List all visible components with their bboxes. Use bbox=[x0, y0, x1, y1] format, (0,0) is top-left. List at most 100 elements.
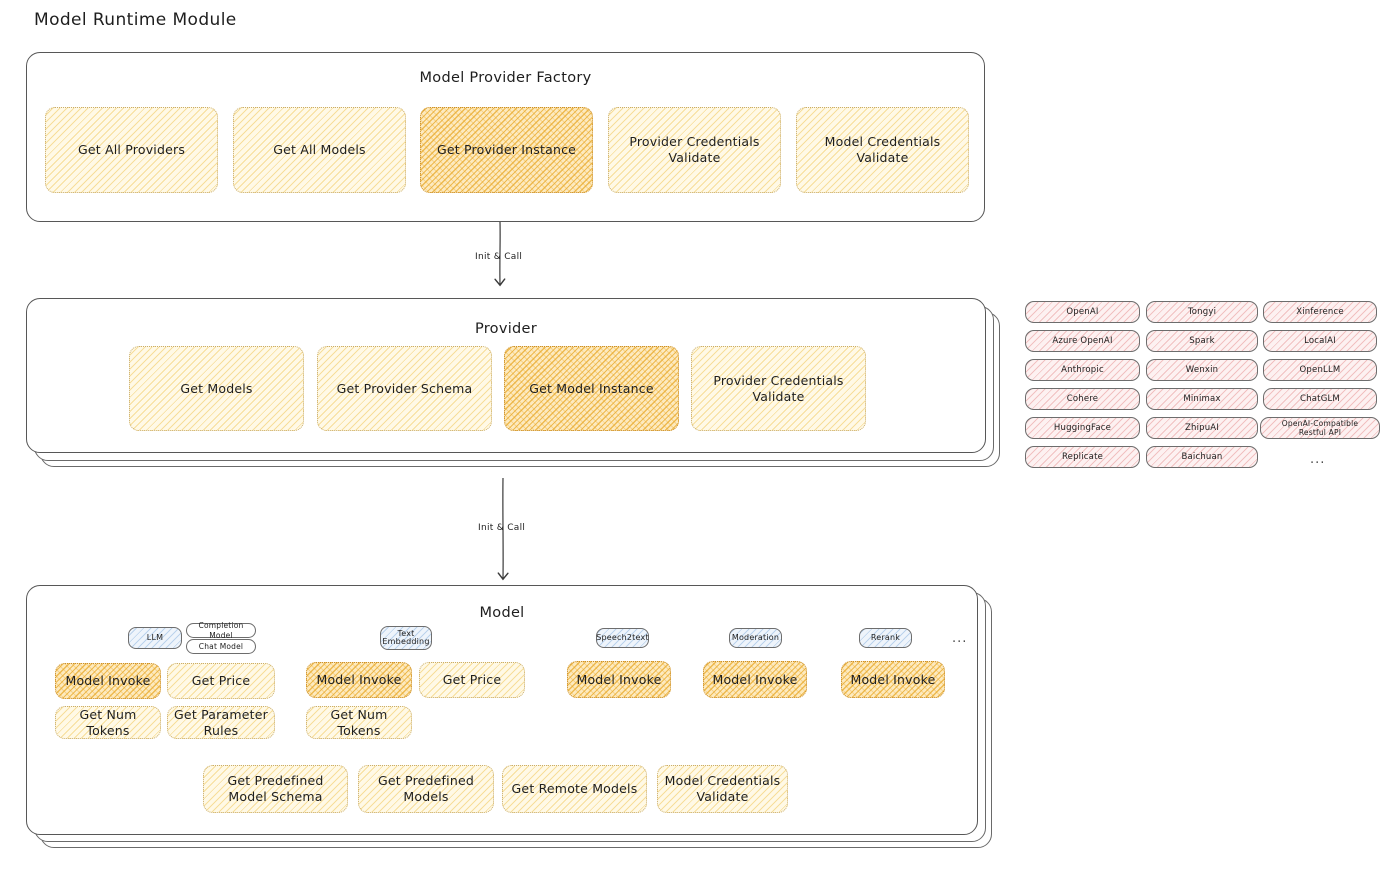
provider-node-label: Get Provider Schema bbox=[336, 380, 473, 396]
model-common-node-label: Get Predefined Models bbox=[378, 773, 474, 804]
factory-node-model-credentials-validate[interactable]: Model Credentials Validate bbox=[796, 107, 969, 193]
provider-chip-cohere[interactable]: Cohere bbox=[1025, 388, 1140, 410]
provider-node-get-models[interactable]: Get Models bbox=[129, 346, 304, 431]
factory-node-label: Get Provider Instance bbox=[436, 142, 577, 158]
model-badge-label: Rerank bbox=[870, 633, 901, 642]
model-node-label: Model Invoke bbox=[576, 671, 662, 687]
factory-node-label: Model Credentials Validate bbox=[824, 134, 941, 165]
arrow-label-init-call-2: Init & Call bbox=[478, 523, 526, 533]
provider-chip-chatglm[interactable]: ChatGLM bbox=[1263, 388, 1377, 410]
model-node-label: Get Parameter Rules bbox=[174, 706, 268, 738]
provider-chip-label: ZhipuAI bbox=[1184, 422, 1220, 433]
model-badge-label: LLM bbox=[146, 633, 164, 642]
model-node-text-embedding-get-num-tokens[interactable]: Get Num Tokens bbox=[306, 706, 412, 739]
provider-chip-label: OpenAI bbox=[1066, 306, 1099, 317]
model-node-llm-get-parameter-rules[interactable]: Get Parameter Rules bbox=[167, 706, 275, 739]
provider-chip-spark[interactable]: Spark bbox=[1146, 330, 1258, 352]
provider-chip-label: Minimax bbox=[1183, 393, 1221, 404]
provider-chip-minimax[interactable]: Minimax bbox=[1146, 388, 1258, 410]
model-common-node-label: Get Predefined Model Schema bbox=[227, 773, 324, 804]
model-node-llm-get-num-tokens[interactable]: Get Num Tokens bbox=[55, 706, 161, 739]
model-common-node-get-predefined-model-schema[interactable]: Get Predefined Model Schema bbox=[203, 765, 348, 813]
model-subbadge-chat-model[interactable]: Chat Model bbox=[186, 639, 256, 654]
model-node-llm-get-price[interactable]: Get Price bbox=[167, 663, 275, 699]
model-common-node-get-remote-models[interactable]: Get Remote Models bbox=[502, 765, 647, 813]
provider-node-label: Get Model Instance bbox=[529, 380, 654, 396]
model-badge-llm[interactable]: LLM bbox=[128, 627, 182, 649]
provider-chip-label: Replicate bbox=[1061, 451, 1104, 462]
model-badge-label: Text Embedding bbox=[382, 628, 430, 646]
provider-chip-label: OpenAI-Compatible Restful API bbox=[1281, 418, 1359, 437]
model-subbadge-label: Chat Model bbox=[198, 641, 244, 651]
provider-node-label: Provider Credentials Validate bbox=[713, 372, 844, 404]
model-node-text-embedding-get-price[interactable]: Get Price bbox=[419, 662, 525, 698]
provider-chip-huggingface[interactable]: HuggingFace bbox=[1025, 417, 1140, 439]
provider-chip-baichuan[interactable]: Baichuan bbox=[1146, 446, 1258, 468]
provider-chip-localai[interactable]: LocalAI bbox=[1263, 330, 1377, 352]
provider-chip-label: HuggingFace bbox=[1053, 422, 1112, 433]
model-badge-speech2text[interactable]: Speech2text bbox=[596, 628, 649, 648]
provider-title: Provider bbox=[474, 321, 538, 337]
model-node-label: Model Invoke bbox=[316, 672, 402, 688]
provider-node-get-model-instance[interactable]: Get Model Instance bbox=[504, 346, 679, 431]
model-common-node-label: Get Remote Models bbox=[511, 781, 638, 797]
provider-chip-label: Xinference bbox=[1296, 306, 1344, 317]
model-common-node-get-predefined-models[interactable]: Get Predefined Models bbox=[358, 765, 494, 813]
model-node-label: Get Num Tokens bbox=[330, 706, 388, 738]
factory-node-provider-credentials-validate[interactable]: Provider Credentials Validate bbox=[608, 107, 781, 193]
model-node-label: Get Price bbox=[442, 672, 502, 688]
model-badge-text-embedding[interactable]: Text Embedding bbox=[380, 626, 432, 650]
factory-node-get-provider-instance[interactable]: Get Provider Instance bbox=[420, 107, 593, 193]
model-badge-rerank[interactable]: Rerank bbox=[859, 628, 912, 648]
provider-chip-anthropic[interactable]: Anthropic bbox=[1025, 359, 1140, 381]
provider-chip-openai[interactable]: OpenAI bbox=[1025, 301, 1140, 323]
model-common-node-label: Model Credentials Validate bbox=[664, 773, 781, 804]
page-title: Model Runtime Module bbox=[34, 10, 237, 30]
provider-chip-openai-compatible-restful-api[interactable]: OpenAI-Compatible Restful API bbox=[1260, 417, 1380, 439]
provider-chip-label: Cohere bbox=[1066, 393, 1099, 404]
provider-list-more: ... bbox=[1310, 452, 1326, 467]
factory-node-label: Provider Credentials Validate bbox=[629, 134, 760, 165]
model-node-label: Get Price bbox=[191, 673, 251, 689]
factory-node-label: Get All Models bbox=[273, 142, 366, 158]
provider-chip-label: Baichuan bbox=[1181, 451, 1223, 462]
provider-chip-azure-openai[interactable]: Azure OpenAI bbox=[1025, 330, 1140, 352]
model-node-text-embedding-model-invoke[interactable]: Model Invoke bbox=[306, 662, 412, 698]
model-provider-factory-title: Model Provider Factory bbox=[419, 70, 592, 86]
model-groups-more: ... bbox=[952, 631, 968, 646]
model-node-speech2text-model-invoke[interactable]: Model Invoke bbox=[567, 661, 671, 698]
provider-chip-tongyi[interactable]: Tongyi bbox=[1146, 301, 1258, 323]
provider-chip-label: Tongyi bbox=[1187, 306, 1217, 317]
model-node-label: Model Invoke bbox=[65, 673, 151, 689]
model-badge-label: Speech2text bbox=[596, 633, 649, 642]
provider-chip-xinference[interactable]: Xinference bbox=[1263, 301, 1377, 323]
factory-node-get-all-models[interactable]: Get All Models bbox=[233, 107, 406, 193]
model-badge-moderation[interactable]: Moderation bbox=[729, 628, 782, 648]
factory-node-get-all-providers[interactable]: Get All Providers bbox=[45, 107, 218, 193]
provider-chip-label: OpenLLM bbox=[1299, 364, 1341, 375]
provider-chip-label: ChatGLM bbox=[1300, 393, 1340, 404]
model-common-node-model-credentials-validate[interactable]: Model Credentials Validate bbox=[657, 765, 788, 813]
provider-chip-label: Spark bbox=[1189, 335, 1215, 346]
provider-chip-replicate[interactable]: Replicate bbox=[1025, 446, 1140, 468]
model-subbadge-completion-model[interactable]: Completion Model bbox=[186, 621, 256, 640]
arrow-label-init-call-1: Init & Call bbox=[475, 252, 523, 262]
model-node-rerank-model-invoke[interactable]: Model Invoke bbox=[841, 661, 945, 698]
provider-chip-label: Wenxin bbox=[1185, 364, 1219, 375]
model-title: Model bbox=[479, 605, 525, 621]
provider-chip-label: Azure OpenAI bbox=[1052, 335, 1113, 346]
provider-node-get-provider-schema[interactable]: Get Provider Schema bbox=[317, 346, 492, 431]
provider-chip-zhipuai[interactable]: ZhipuAI bbox=[1146, 417, 1258, 439]
model-node-moderation-model-invoke[interactable]: Model Invoke bbox=[703, 661, 807, 698]
provider-chip-label: Anthropic bbox=[1061, 364, 1104, 375]
model-badge-label: Moderation bbox=[731, 633, 780, 642]
provider-chip-label: LocalAI bbox=[1304, 335, 1336, 346]
factory-node-label: Get All Providers bbox=[77, 142, 186, 158]
model-subbadge-label: Completion Model bbox=[198, 621, 244, 640]
provider-node-label: Get Models bbox=[180, 380, 253, 396]
model-node-llm-model-invoke[interactable]: Model Invoke bbox=[55, 663, 161, 699]
provider-chip-wenxin[interactable]: Wenxin bbox=[1146, 359, 1258, 381]
provider-node-provider-credentials-validate[interactable]: Provider Credentials Validate bbox=[691, 346, 866, 431]
provider-chip-openllm[interactable]: OpenLLM bbox=[1263, 359, 1377, 381]
